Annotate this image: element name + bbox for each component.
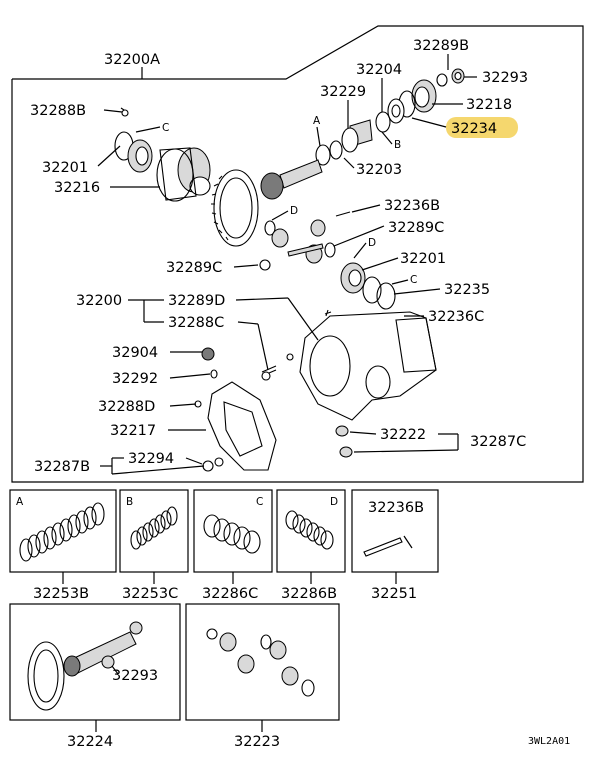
label-32201-top: 32201: [42, 160, 88, 176]
gear-set-sub-part: 32293: [112, 668, 158, 684]
kit-c-part: 32286C: [202, 586, 258, 602]
assembly-label: 32200A: [104, 52, 160, 68]
label-32288C: 32288C: [168, 315, 224, 331]
label-32204: 32204: [356, 62, 402, 78]
differential-gear-drawing: [259, 211, 351, 271]
ring-pinion-gear-drawing: [156, 147, 323, 247]
svg-text:32236B: 32236B: [368, 500, 424, 516]
label-32217: 32217: [110, 423, 156, 439]
label-32236B: 32236B: [384, 198, 440, 214]
companion-flange-drawing: [315, 68, 465, 166]
svg-text:A: A: [16, 496, 24, 508]
svg-text:B: B: [126, 496, 133, 508]
label-32235: 32235: [444, 282, 490, 298]
label-32288B: 32288B: [30, 103, 86, 119]
kit-d-part: 32286B: [281, 586, 337, 602]
label-32229: 32229: [320, 84, 366, 100]
callout-d-mid: D: [368, 237, 376, 249]
carrier-housing-drawing: [261, 309, 437, 421]
diff-gears-part: 32223: [234, 734, 280, 750]
highlight-marker: [446, 117, 518, 138]
callout-c-top: C: [162, 122, 169, 134]
kit-box-pin: 32236B 32251: [351, 489, 439, 602]
label-32288D: 32288D: [98, 399, 155, 415]
figure-code: 3WL2A01: [528, 736, 570, 747]
label-32236C: 32236C: [428, 309, 484, 325]
label-32234: 32234: [451, 121, 497, 137]
kit-box-b: B 32253C: [119, 489, 189, 602]
kit-box-c: C 32286C: [193, 489, 273, 602]
svg-text:D: D: [330, 496, 338, 508]
diff-cover-drawing: [194, 347, 277, 472]
label-32200: 32200: [76, 293, 122, 309]
label-32287B: 32287B: [34, 459, 90, 475]
kit-b-part: 32253C: [122, 586, 178, 602]
side-bearing-right-drawing: [340, 262, 396, 310]
kit-box-a: A 32253B: [9, 489, 117, 602]
label-32904: 32904: [112, 345, 158, 361]
label-32289D: 32289D: [168, 293, 225, 309]
label-32289C-left: 32289C: [166, 260, 222, 276]
side-bearing-left-drawing: [114, 107, 153, 173]
kit-box-gear-set: 32293 32224: [9, 603, 181, 750]
callout-c-mid: C: [410, 274, 417, 286]
label-32289B: 32289B: [413, 38, 469, 54]
svg-text:C: C: [256, 496, 263, 508]
kit-pin-part: 32251: [371, 586, 417, 602]
label-32216: 32216: [54, 180, 100, 196]
callout-d-top: D: [290, 205, 298, 217]
label-32294: 32294: [128, 451, 174, 467]
main-frame: [11, 25, 584, 483]
label-32218: 32218: [466, 97, 512, 113]
gear-set-part: 32224: [67, 734, 113, 750]
kit-box-diff-gears: 32223: [185, 603, 340, 750]
label-32287C: 32287C: [470, 434, 526, 450]
label-32201-right: 32201: [400, 251, 446, 267]
callout-a: A: [313, 115, 321, 127]
label-32222: 32222: [380, 427, 426, 443]
mount-nuts-drawing: [335, 425, 353, 458]
label-32203: 32203: [356, 162, 402, 178]
leader-lines: [97, 54, 477, 475]
label-32292: 32292: [112, 371, 158, 387]
kit-a-part: 32253B: [33, 586, 89, 602]
label-32289C-right: 32289C: [388, 220, 444, 236]
callout-b: B: [394, 139, 401, 151]
label-32293: 32293: [482, 70, 528, 86]
kit-box-d: D 32286B: [276, 489, 346, 602]
